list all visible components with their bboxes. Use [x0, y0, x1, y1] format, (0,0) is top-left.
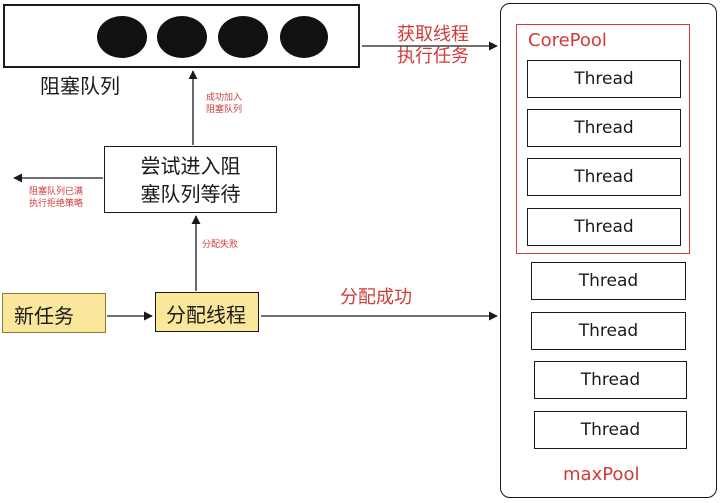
queue-full-label: 阻塞队列已满 执行拒绝策略 [29, 186, 83, 210]
queue-task-dot [97, 16, 147, 58]
assign-success-label: 分配成功 [340, 287, 412, 308]
try-enqueue-node: 尝试进入阻 塞队列等待 [104, 146, 277, 213]
core-pool-container [516, 24, 690, 254]
fetch-thread-line2: 执行任务 [397, 46, 469, 67]
new-task-node: 新任务 [2, 293, 106, 333]
core-thread-box: Thread [527, 109, 681, 147]
fetch-thread-label: 获取线程 执行任务 [397, 24, 469, 68]
core-thread-box: Thread [527, 158, 681, 196]
fetch-thread-line1: 获取线程 [397, 24, 469, 45]
try-enqueue-line1: 尝试进入阻 [140, 154, 241, 178]
extra-thread-box: Thread [534, 361, 687, 399]
core-thread-box: Thread [527, 208, 681, 246]
queue-full-line2: 执行拒绝策略 [29, 199, 84, 209]
core-pool-label: CorePool [528, 30, 607, 51]
queue-task-dot [280, 16, 328, 58]
queue-task-dot [157, 16, 207, 58]
assign-thread-node: 分配线程 [155, 292, 259, 332]
core-thread-box: Thread [527, 60, 681, 98]
extra-thread-box: Thread [534, 411, 687, 449]
max-pool-container [500, 3, 717, 498]
extra-thread-box: Thread [531, 262, 686, 300]
enqueue-success-label: 成功加入 阻塞队列 [206, 92, 242, 116]
queue-full-line1: 阻塞队列已满 [29, 187, 84, 197]
blocking-queue-label: 阻塞队列 [40, 74, 120, 98]
enqueue-success-line1: 成功加入 [206, 93, 243, 103]
try-enqueue-line2: 塞队列等待 [140, 182, 241, 206]
extra-thread-box: Thread [531, 312, 686, 350]
assign-fail-label: 分配失败 [202, 240, 239, 250]
enqueue-success-line2: 阻塞队列 [206, 105, 243, 115]
max-pool-label: maxPool [563, 464, 640, 485]
queue-task-dot [218, 16, 268, 58]
